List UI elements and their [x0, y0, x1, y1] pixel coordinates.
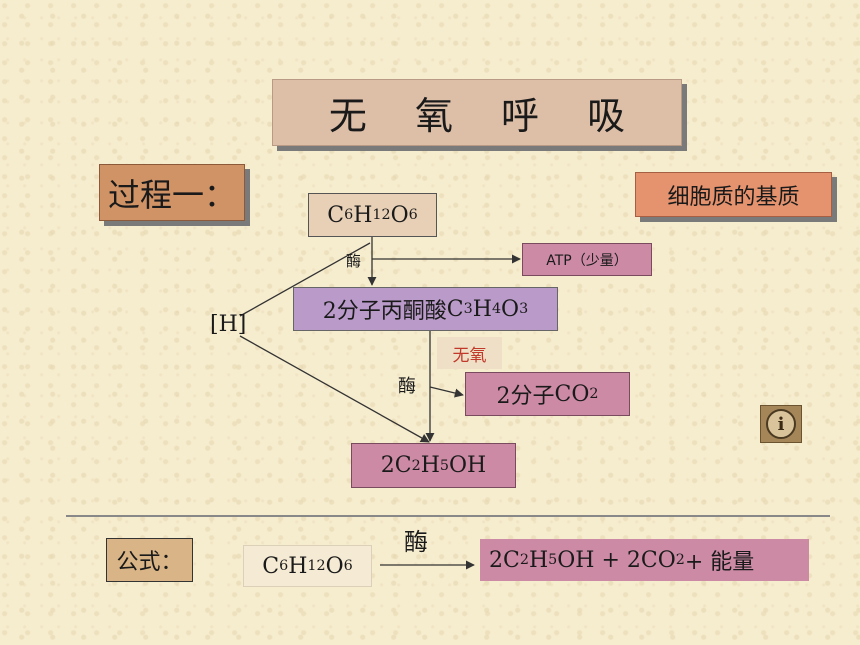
atp-node: ATP（少量） [522, 243, 652, 276]
info-button[interactable]: i [760, 405, 802, 443]
product-oh-co2: OH + 2CO [557, 547, 676, 573]
no-oxygen-label: 无氧 [437, 337, 502, 369]
step-one-label: 过程一： [99, 164, 245, 221]
co2-formula: CO [554, 381, 590, 407]
co2-prefix: 2分子 [496, 384, 555, 409]
hydrogen-label: [H] [210, 312, 247, 337]
page-title: 无 氧 呼 吸 [272, 79, 682, 146]
info-icon: i [766, 409, 796, 439]
formula-label: 公式： [106, 538, 193, 582]
ethanol-h: H [420, 453, 440, 478]
glucose-o: O [390, 202, 409, 228]
glucose-h: H [353, 202, 373, 228]
pyruvate-prefix: 2分子丙酮酸 [322, 299, 447, 324]
formula-enzyme-label: 酶 [404, 528, 428, 556]
ethanol-c: 2C [380, 453, 412, 478]
section-divider [66, 515, 830, 517]
enzyme-label-1: 酶 [346, 252, 362, 270]
enzyme-label-2: 酶 [398, 376, 416, 397]
reactant-h: H [288, 553, 308, 579]
ethanol-oh: OH [449, 453, 487, 478]
arrow-to-co2 [429, 386, 464, 398]
reactant-o: O [325, 553, 344, 579]
pyruvate-o: O [501, 296, 520, 322]
product-ethanol-h: H [528, 547, 549, 573]
glucose-c: C [327, 202, 345, 228]
product-energy: + 能量 [684, 550, 755, 575]
pyruvate-c: C [446, 296, 464, 322]
pyruvate-h: H [472, 296, 492, 322]
reactant-c: C [262, 553, 280, 579]
product-ethanol-c: 2C [489, 547, 520, 573]
location-label: 细胞质的基质 [635, 172, 832, 217]
